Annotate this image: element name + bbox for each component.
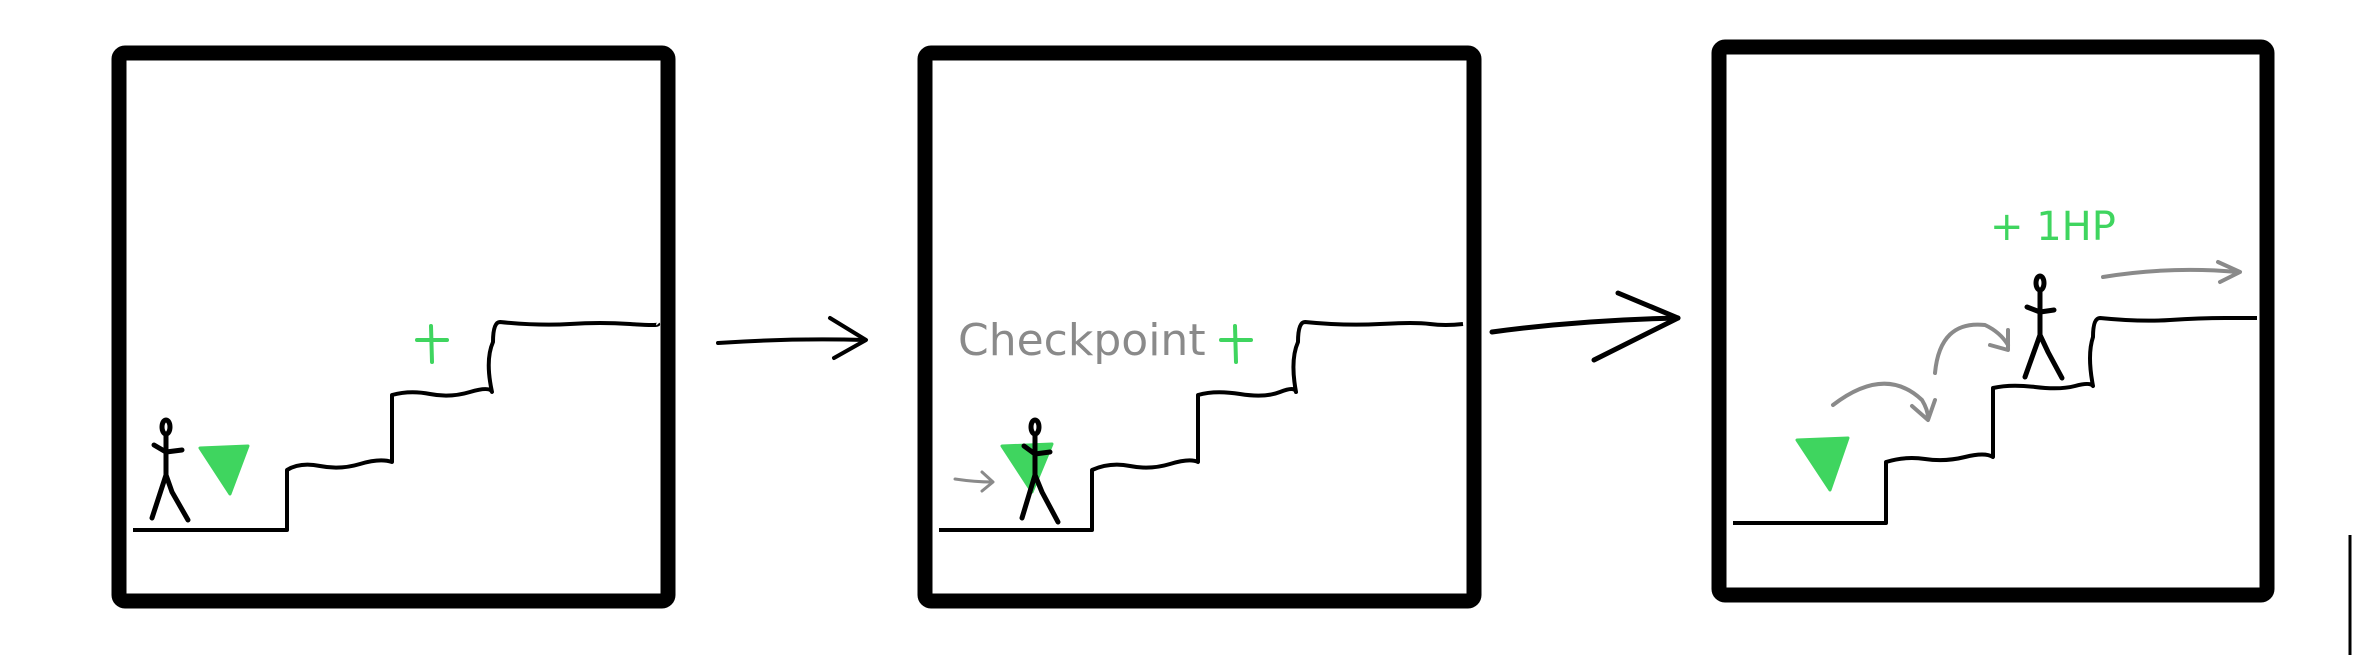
panel-2: Checkpoint xyxy=(917,45,1482,609)
arrow-icon xyxy=(716,316,868,360)
panel-1-stairs xyxy=(133,320,661,532)
panel-3-frame xyxy=(1711,39,2275,603)
checkpoint-flag-icon xyxy=(1795,436,1850,492)
stick-figure-icon xyxy=(2022,273,2065,381)
stick-figure-icon xyxy=(149,417,191,523)
panel-2-frame xyxy=(917,45,1482,609)
stick-figure-icon xyxy=(1019,417,1061,525)
checkpoint-flag-icon xyxy=(198,444,250,496)
panel-2-stairs xyxy=(939,320,1464,532)
panel-3-stairs xyxy=(1733,316,2257,525)
panel-1 xyxy=(111,45,676,609)
panel-1-frame xyxy=(111,45,676,609)
health-plus-icon xyxy=(415,324,449,364)
arrow-icon xyxy=(2101,260,2242,284)
health-plus-icon xyxy=(1219,324,1253,364)
arrow-icon xyxy=(953,470,995,493)
checkpoint-label: Checkpoint xyxy=(958,315,1206,366)
panel-3: + 1HP xyxy=(1711,39,2275,603)
checkpoint-flag-icon xyxy=(1000,442,1054,494)
health-bonus-label: + 1HP xyxy=(1990,204,2116,250)
arrow-icon xyxy=(1831,381,1937,422)
arrow-icon xyxy=(1489,290,1681,363)
arrow-icon xyxy=(1933,322,2010,375)
